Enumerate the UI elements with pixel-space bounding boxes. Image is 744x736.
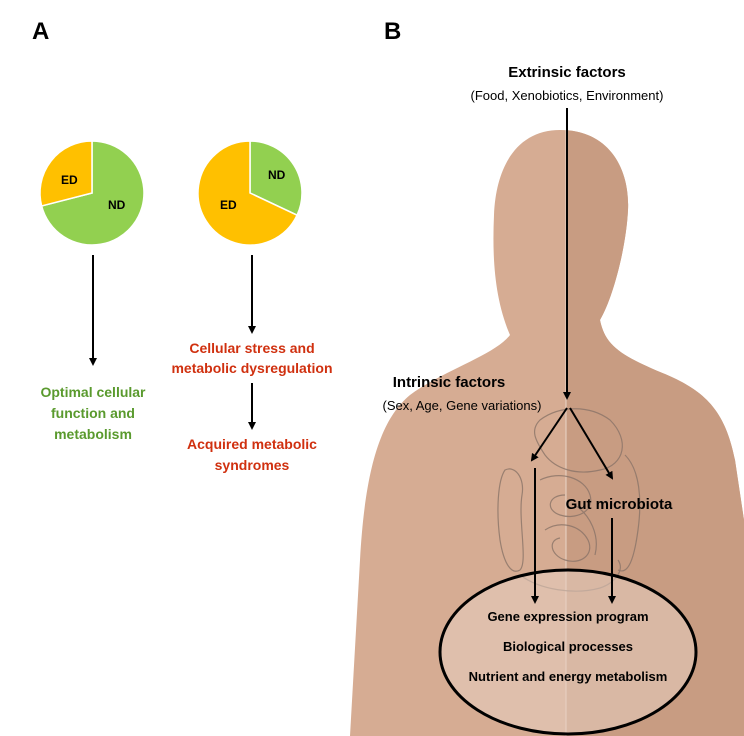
panel-a-letter: A — [32, 18, 50, 45]
pie1-slice-nd — [40, 140, 145, 246]
arrow-to-host-path — [530, 407, 568, 462]
outcome-ellipse — [438, 568, 698, 736]
extrinsic-title: Extrinsic factors — [508, 64, 626, 81]
pie1-label-nd: ND — [108, 198, 126, 212]
outcome-optimal-line3: metabolism — [54, 426, 132, 442]
outcome-biological-processes: Biological processes — [502, 639, 634, 654]
outcome-nutrient-metabolism: Nutrient and energy metabolism — [468, 669, 668, 684]
extrinsic-detail: (Food, Xenobiotics, Environment) — [470, 88, 664, 103]
pie-chart-stress — [197, 140, 303, 246]
pie2-slice-ed — [197, 140, 299, 246]
pie-chart-optimal — [39, 140, 145, 246]
pie1-slice-ed — [39, 140, 93, 207]
pie2-label-ed: ED — [220, 198, 237, 212]
panel-b-letter: B — [384, 18, 402, 45]
syndrome-line2: syndromes — [214, 457, 290, 473]
pie2-slice-nd — [249, 140, 303, 217]
syndrome-line1: Acquired metabolic — [187, 436, 317, 452]
gut-microbiota-label: Gut microbiota — [565, 496, 673, 513]
intrinsic-detail: (Sex, Age, Gene variations) — [382, 398, 542, 413]
pie1-label-ed: ED — [61, 173, 78, 187]
outcome-optimal-line1: Optimal cellular — [40, 384, 146, 400]
outcome-optimal-line2: function and — [51, 405, 135, 421]
stress-line1: Cellular stress and — [189, 340, 315, 356]
outcome-gene-expression: Gene expression program — [487, 609, 649, 624]
pie2-label-nd: ND — [268, 168, 286, 182]
stress-line2: metabolic dysregulation — [171, 360, 333, 376]
arrow-to-microbiota — [569, 407, 614, 480]
intrinsic-title: Intrinsic factors — [392, 374, 506, 391]
